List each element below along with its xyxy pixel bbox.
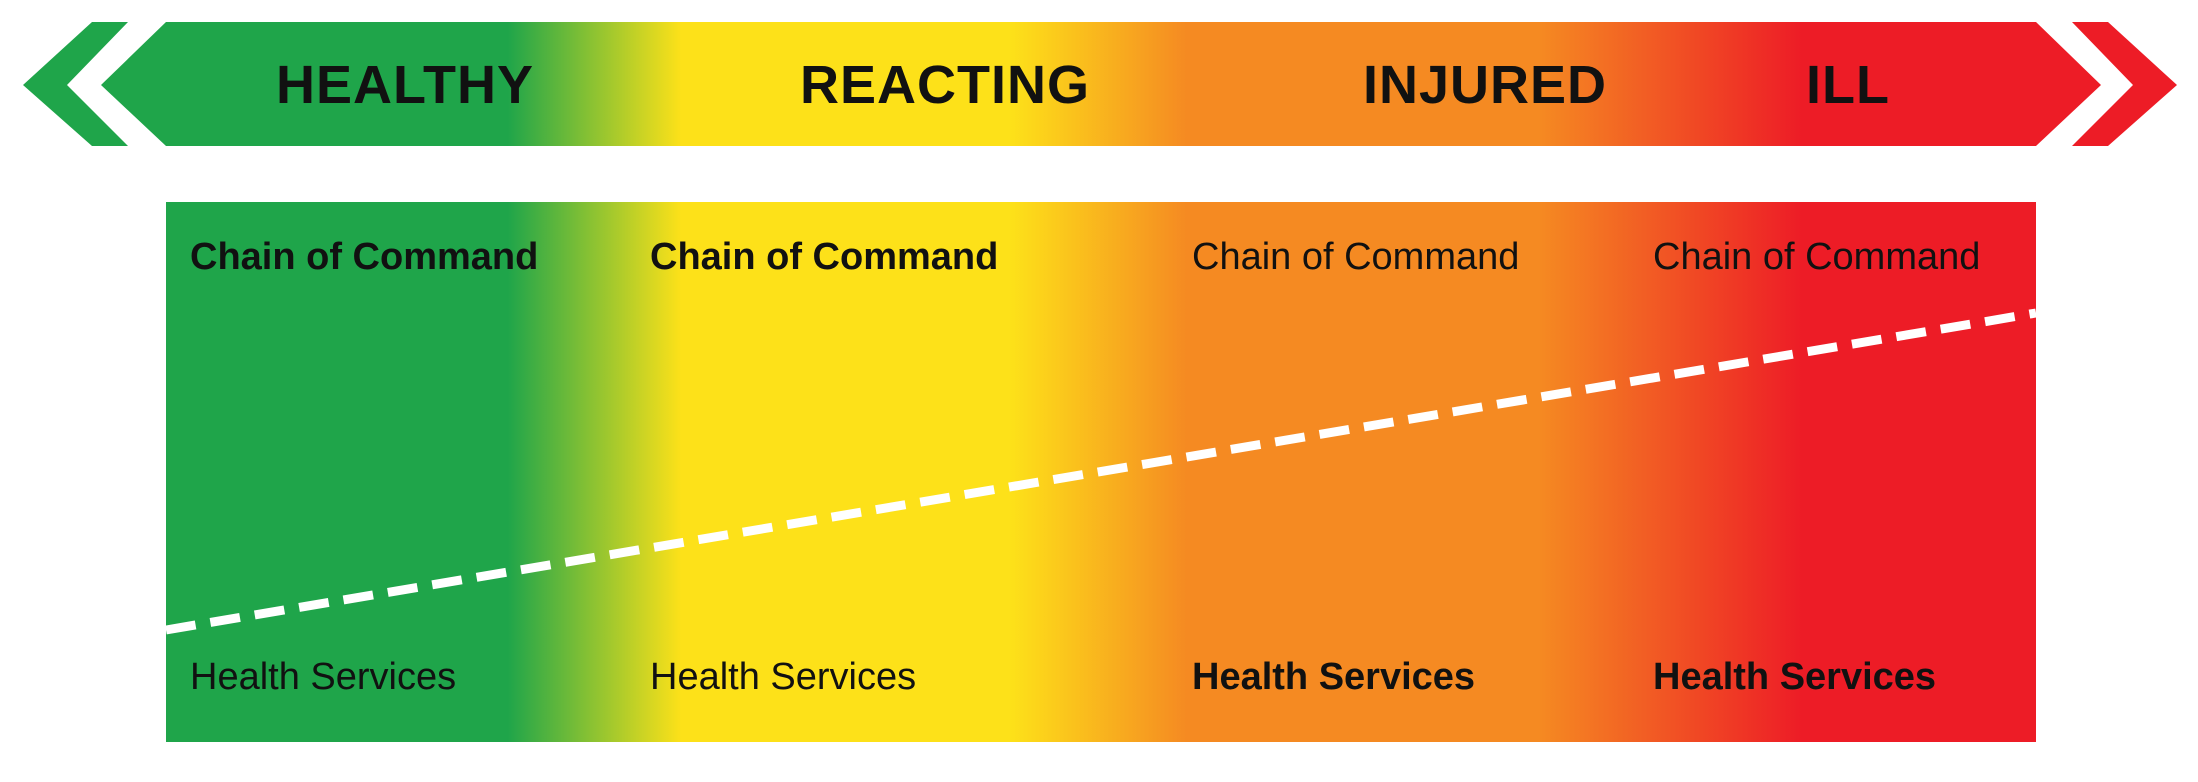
health-services-label-healthy: Health Services <box>190 656 457 698</box>
health-services-label-injured: Health Services <box>1192 656 1476 698</box>
phase-label-healthy: HEALTHY <box>276 55 534 115</box>
responsibility-divider-line <box>165 308 2037 635</box>
chain-of-command-label-injured: Chain of Command <box>1192 236 1520 278</box>
chevron-left-icon <box>23 22 128 146</box>
health-services-label-reacting: Health Services <box>650 656 917 698</box>
chain-of-command-label-healthy: Chain of Command <box>190 236 539 278</box>
chevron-right-icon <box>2072 22 2177 146</box>
chain-of-command-label-reacting: Chain of Command <box>650 236 999 278</box>
phase-label-injured: INJURED <box>1363 55 1608 115</box>
continuum-arrow-band <box>101 22 2101 146</box>
phase-label-reacting: REACTING <box>800 55 1090 115</box>
phase-label-ill: ILL <box>1806 55 1890 115</box>
health-services-label-ill: Health Services <box>1653 656 1937 698</box>
chain-of-command-label-ill: Chain of Command <box>1653 236 1981 278</box>
